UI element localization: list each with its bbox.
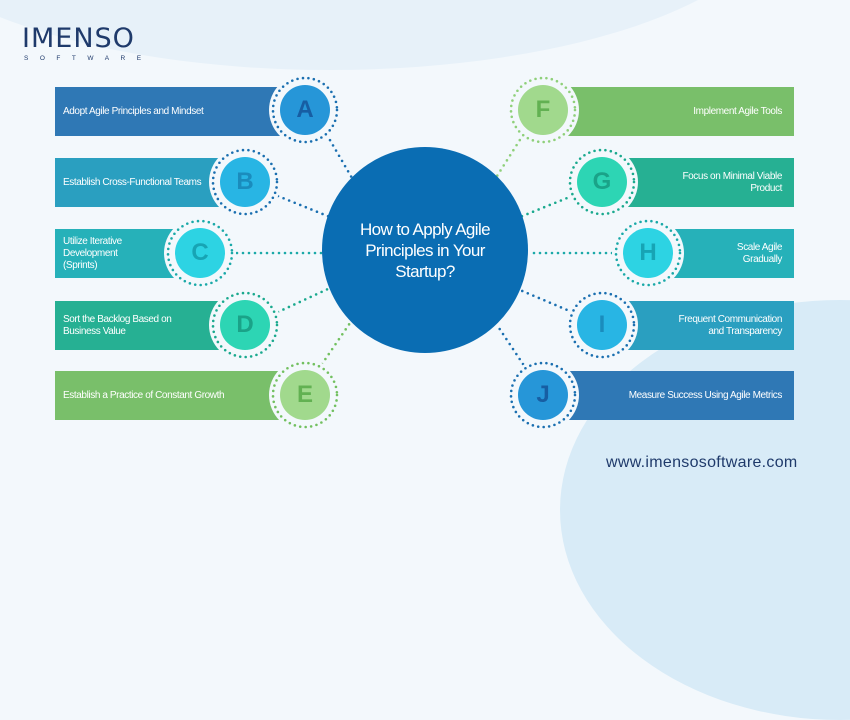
center-hub: How to Apply Agile Principles in Your St… (322, 147, 528, 353)
item-bar-j: Measure Success Using Agile Metrics (557, 371, 794, 420)
item-label-f: Implement Agile Tools (693, 105, 782, 117)
letter-badge-d: D (220, 300, 270, 350)
item-bar-f: Implement Agile Tools (557, 87, 794, 136)
letter-badge-f: F (518, 85, 568, 135)
dotted-ring-icon (509, 76, 577, 144)
letter-circle-i: I (566, 289, 638, 361)
dotted-ring-icon (166, 219, 234, 287)
item-label-b: Establish Cross-Functional Teams (63, 176, 202, 188)
item-bar-d: Sort the Backlog Based on Business Value (55, 301, 230, 350)
logo-wordmark: IMENSO (22, 23, 135, 54)
letter-badge-i: I (577, 300, 627, 350)
dotted-ring-icon (271, 76, 339, 144)
letter-circle-d: D (209, 289, 281, 361)
item-label-d: Sort the Backlog Based on Business Value (63, 313, 172, 337)
item-bar-b: Establish Cross-Functional Teams (55, 158, 230, 207)
item-bar-h: Scale Agile Gradually (662, 229, 794, 278)
letter-badge-g: G (577, 157, 627, 207)
connector-g (518, 194, 574, 219)
item-label-c: Utilize Iterative Development (Sprints) (63, 235, 122, 271)
letter-badge-a: A (280, 85, 330, 135)
letter-circle-j: J (507, 359, 579, 431)
letter-badge-j: J (518, 370, 568, 420)
connector-lines (235, 133, 614, 366)
logo-subtitle: SOFTWARE (24, 55, 153, 62)
item-bar-i: Frequent Communication and Transparency (616, 301, 794, 350)
dotted-ring-icon (211, 291, 279, 359)
dotted-ring-icon (509, 361, 577, 429)
letter-badge-h: H (623, 228, 673, 278)
dotted-ring-icon (271, 361, 339, 429)
letter-badge-e: E (280, 370, 330, 420)
item-label-h: Scale Agile Gradually (736, 241, 782, 265)
letter-circle-a: A (269, 74, 341, 146)
imenso-logo: IMENSO SOFTWARE (22, 23, 153, 63)
item-label-a: Adopt Agile Principles and Mindset (63, 105, 204, 117)
dotted-ring-icon (568, 291, 636, 359)
letter-badge-c: C (175, 228, 225, 278)
item-bar-c: Utilize Iterative Development (Sprints) (55, 229, 185, 278)
item-bar-a: Adopt Agile Principles and Mindset (55, 87, 290, 136)
connector-j (495, 323, 525, 366)
connector-a (325, 133, 354, 180)
connector-i (518, 288, 574, 314)
letter-circle-h: H (612, 217, 684, 289)
website-url: www.imensosoftware.com (606, 454, 798, 471)
dotted-ring-icon (568, 148, 636, 216)
item-bar-e: Establish a Practice of Constant Growth (55, 371, 290, 420)
letter-badge-b: B (220, 157, 270, 207)
connector-f (495, 133, 525, 178)
connector-d (276, 286, 332, 314)
center-title: How to Apply Agile Principles in Your St… (359, 219, 491, 281)
letter-circle-e: E (269, 359, 341, 431)
letter-circle-g: G (566, 146, 638, 218)
dotted-ring-icon (211, 148, 279, 216)
letter-circle-f: F (507, 74, 579, 146)
item-label-e: Establish a Practice of Constant Growth (63, 389, 225, 401)
item-label-i: Frequent Communication and Transparency (678, 313, 783, 337)
dotted-ring-icon (614, 219, 682, 287)
connector-e (320, 321, 352, 366)
letter-circle-b: B (209, 146, 281, 218)
item-bar-g: Focus on Minimal Viable Product (616, 158, 794, 207)
item-label-g: Focus on Minimal Viable Product (682, 170, 782, 194)
letter-circle-c: C (164, 217, 236, 289)
item-label-j: Measure Success Using Agile Metrics (628, 389, 783, 401)
connector-b (276, 194, 332, 219)
